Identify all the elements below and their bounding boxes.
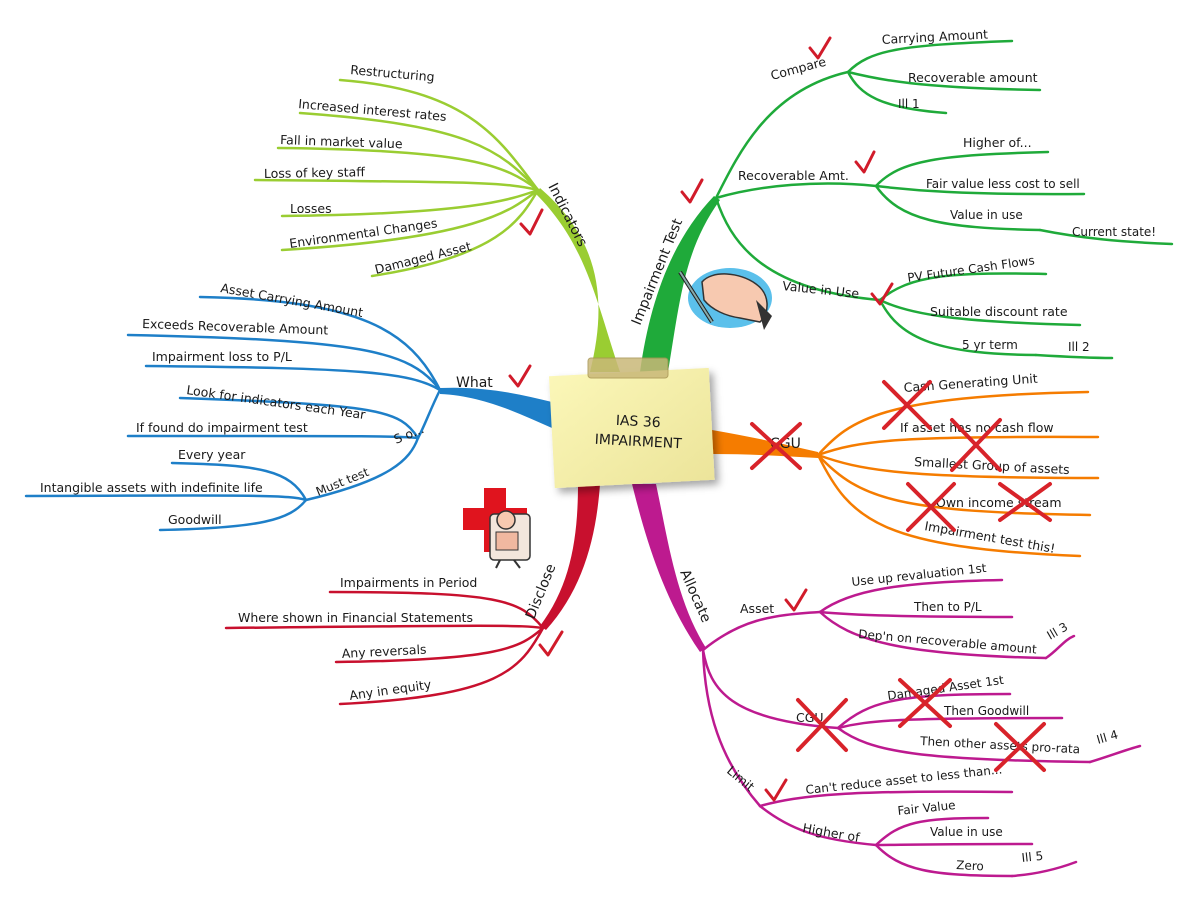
check-marks — [508, 36, 894, 802]
limit-label: Limit — [724, 763, 757, 794]
what-so-label: S o... — [392, 421, 427, 447]
check-icon — [538, 630, 564, 657]
what-so-item: If found do impairment test — [136, 420, 308, 435]
impairment-test-labels: Compare Carrying Amount Recoverable amou… — [738, 26, 1156, 354]
compare-item: Carrying Amount — [881, 26, 988, 47]
branch-what — [440, 387, 552, 428]
recoverable-item: Higher of... — [963, 135, 1032, 150]
must-test-item: Every year — [178, 447, 246, 462]
branch-label-indicators: Indicators — [544, 181, 590, 250]
higher-of-item: Ill 5 — [1021, 849, 1044, 865]
recoverable-item: Fair value less cost to sell — [926, 177, 1080, 191]
what-item: Asset Carrying Amount — [219, 280, 364, 320]
impairment-test-lines — [714, 39, 1174, 360]
indicator-item: Restructuring — [350, 62, 435, 84]
cross-icon — [998, 482, 1052, 522]
allocate-cgu-item: Ill 4 — [1095, 727, 1120, 746]
asset-item: Then to P/L — [913, 600, 982, 614]
cross-icon — [796, 698, 848, 752]
indicator-item: Environmental Changes — [288, 215, 438, 251]
indicator-item: Losses — [290, 201, 332, 216]
disclose-item: Where shown in Financial Statements — [238, 610, 473, 625]
value-in-use-item: Suitable discount rate — [930, 304, 1068, 319]
value-in-use-item: Ill 2 — [1068, 340, 1090, 354]
disclose-labels: Impairments in Period Where shown in Fin… — [238, 575, 477, 703]
cross-icon — [950, 418, 1002, 472]
disclose-item: Impairments in Period — [340, 575, 477, 590]
what-labels: Asset Carrying Amount Exceeds Recoverabl… — [40, 280, 426, 527]
what-item: Exceeds Recoverable Amount — [142, 316, 329, 337]
compare-item: Recoverable amount — [908, 70, 1038, 85]
cgu-labels: Cash Generating Unit If asset has no cas… — [900, 371, 1070, 556]
center-title-line2: IMPAIRMENT — [594, 432, 682, 453]
check-icon — [854, 150, 876, 174]
check-icon — [784, 588, 808, 612]
must-test-label: Must test — [314, 465, 371, 499]
compare-item: Ill 1 — [898, 97, 920, 111]
value-in-use-item: PV Future Cash Flows — [906, 253, 1035, 285]
higher-of-label: Higher of — [801, 820, 861, 845]
indicator-item: Fall in market value — [280, 132, 403, 151]
check-icon — [508, 364, 532, 388]
center-note: IAS 36 IMPAIRMENT — [548, 357, 715, 489]
disclose-lines — [224, 590, 545, 706]
higher-of-item: Zero — [956, 858, 984, 873]
check-icon — [870, 282, 894, 306]
indicators-labels: Restructuring Increased interest rates F… — [264, 62, 473, 277]
must-test-item: Intangible assets with indefinite life — [40, 480, 263, 495]
disclose-item: Any reversals — [341, 642, 426, 661]
branch-cgu — [712, 430, 818, 458]
indicators-lines — [253, 78, 540, 278]
allocate-cgu-item: Then other assets pro-rata — [919, 734, 1081, 756]
asset-label: Asset — [740, 601, 774, 616]
allocate-lines — [701, 578, 1142, 878]
higher-of-item: Value in use — [930, 825, 1003, 839]
hand-pen-icon — [678, 268, 772, 330]
disclose-item: Any in equity — [348, 677, 432, 703]
allocate-cgu-item: Then Goodwill — [943, 704, 1029, 718]
branch-label-what: What — [456, 375, 493, 391]
what-item: Impairment loss to P/L — [152, 349, 292, 364]
doctor-icon — [463, 488, 531, 569]
must-test-item: Goodwill — [168, 512, 222, 527]
branch-indicators — [536, 188, 620, 372]
center-title-line1: IAS 36 — [615, 413, 661, 431]
check-icon — [764, 778, 788, 802]
value-in-use-label: Value in Use — [782, 278, 860, 301]
branch-allocate — [632, 484, 706, 652]
indicator-item: Loss of key staff — [264, 164, 366, 181]
tape — [587, 357, 669, 379]
what-so-item: Look for indicators each Year — [186, 382, 368, 422]
cross-icon — [906, 482, 956, 532]
recoverable-label: Recoverable Amt. — [738, 168, 849, 183]
higher-of-item: Fair Value — [897, 798, 956, 818]
cgu-lines — [816, 390, 1100, 558]
recoverable-item: Current state! — [1072, 225, 1156, 239]
what-lines — [24, 295, 442, 532]
recoverable-item: Value in use — [950, 208, 1023, 222]
cross-icon — [898, 678, 952, 728]
value-in-use-item: 5 yr term — [962, 338, 1018, 352]
check-icon — [519, 208, 544, 236]
branch-impairment-test — [640, 196, 720, 372]
cross-icon — [750, 422, 802, 470]
indicator-item: Damaged Asset — [373, 238, 473, 276]
check-icon — [680, 178, 704, 204]
allocate-cgu-item: Damaged Asset 1st — [886, 673, 1004, 703]
cross-icon — [882, 380, 932, 430]
branch-disclose — [540, 484, 600, 630]
cross-icon — [994, 722, 1046, 772]
cross-marks — [750, 380, 1052, 772]
cgu-item: If asset has no cash flow — [900, 420, 1054, 435]
cgu-item: Own income stream — [936, 495, 1062, 510]
check-icon — [808, 36, 832, 60]
